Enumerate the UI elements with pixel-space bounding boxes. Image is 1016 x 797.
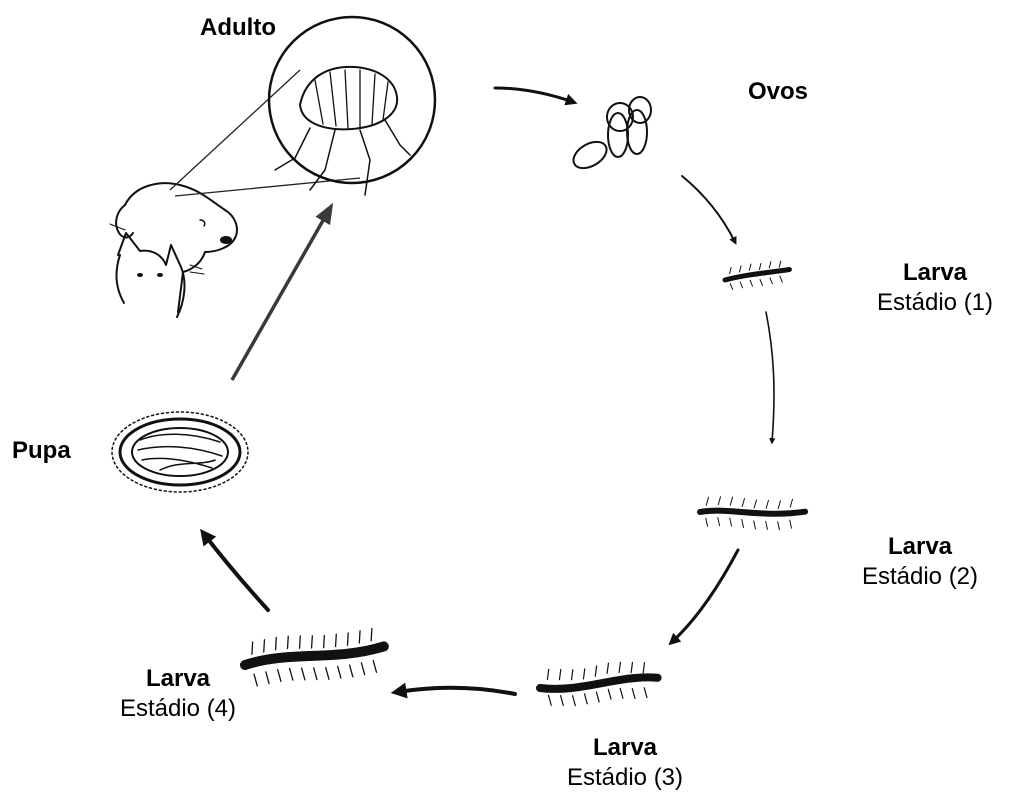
label-adulto-text: Adulto <box>200 13 276 43</box>
label-larva-2: Larva Estádio (2) <box>845 532 995 592</box>
label-larva-4: Larva Estádio (4) <box>103 664 253 724</box>
label-ovos-text: Ovos <box>748 77 808 107</box>
label-larva-3: Larva Estádio (3) <box>550 733 700 793</box>
label-larva-4-title: Larva <box>103 664 253 694</box>
label-larva-1: Larva Estádio (1) <box>870 258 1000 318</box>
label-adulto: Adulto <box>200 13 276 43</box>
label-larva-1-stage: Estádio (1) <box>870 288 1000 318</box>
cycle-arrows <box>204 88 774 694</box>
label-pupa: Pupa <box>12 436 71 466</box>
adult-flea-magnified <box>170 17 435 196</box>
label-larva-2-title: Larva <box>845 532 995 562</box>
eggs-illustration <box>569 97 651 174</box>
label-larva-3-stage: Estádio (3) <box>550 763 700 793</box>
larva-stage-3-illustration <box>539 660 660 708</box>
label-larva-1-title: Larva <box>870 258 1000 288</box>
larva-stage-1-illustration <box>724 261 791 290</box>
dog-cat-host-illustration <box>110 183 237 317</box>
label-pupa-text: Pupa <box>12 436 71 466</box>
label-larva-4-stage: Estádio (4) <box>103 694 253 724</box>
label-larva-3-title: Larva <box>550 733 700 763</box>
larva-stage-2-illustration <box>699 496 805 531</box>
larva-stage-4-illustration <box>242 626 386 687</box>
label-ovos: Ovos <box>748 77 808 107</box>
label-larva-2-stage: Estádio (2) <box>845 562 995 592</box>
pupa-illustration <box>112 412 248 492</box>
